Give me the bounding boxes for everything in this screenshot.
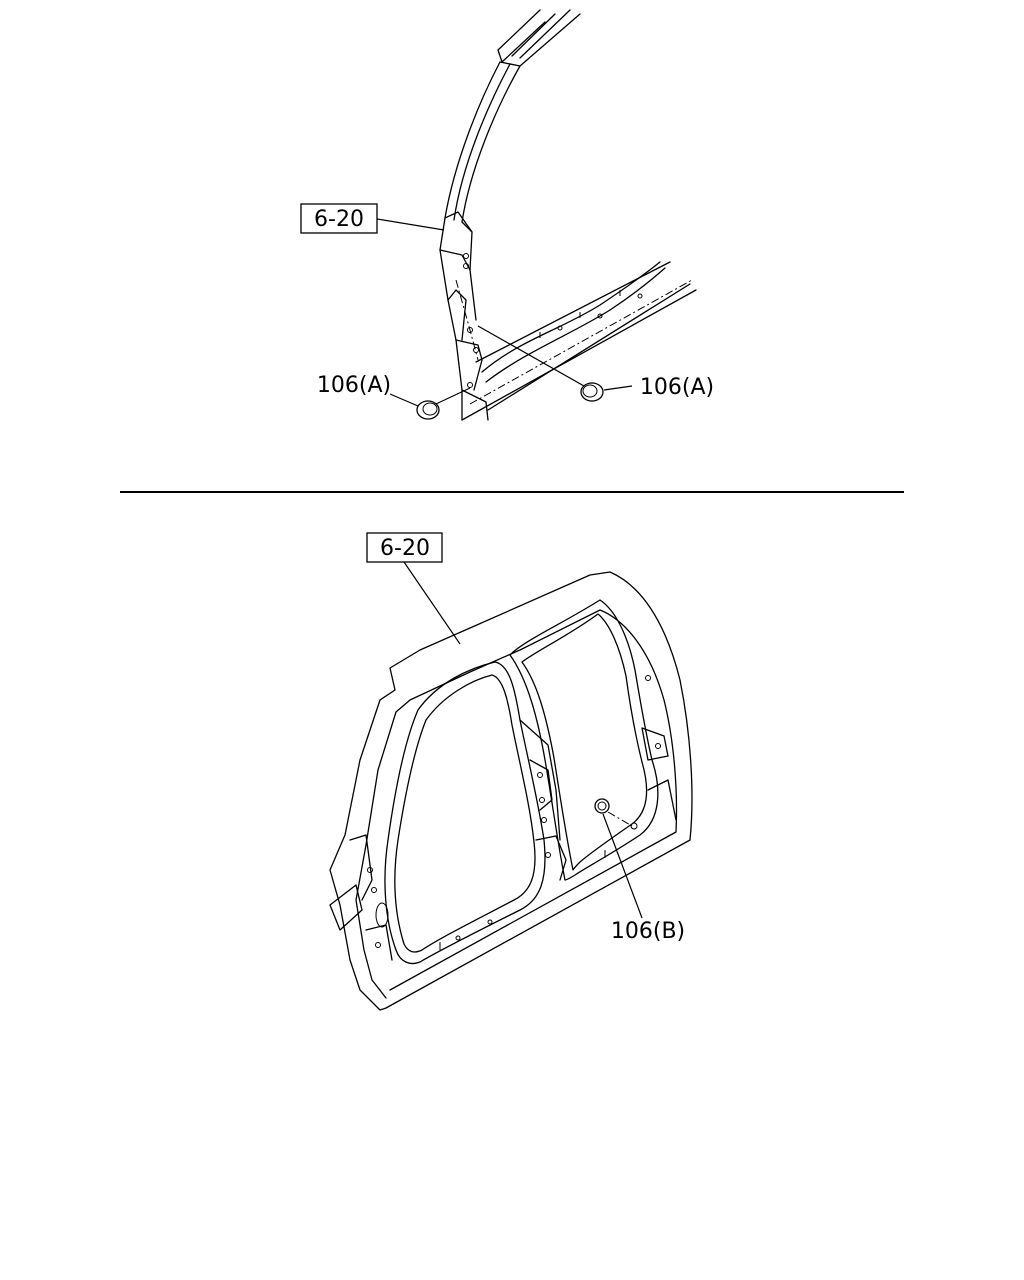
ref-label-bottom: 6-20	[380, 536, 430, 561]
plug-106b	[594, 798, 610, 814]
ref-box-bottom	[366, 532, 443, 563]
part-label-top-left: 106(A)	[317, 373, 391, 398]
bottom-view-side-frame	[329, 561, 693, 1011]
part-label-bottom: 106(B)	[611, 919, 685, 944]
ref-label-top: 6-20	[314, 207, 364, 232]
top-view-a-pillar	[376, 9, 697, 421]
part-label-top-right: 106(A)	[640, 375, 714, 400]
ref-box-top	[300, 203, 378, 234]
plug-106a-left	[416, 400, 440, 420]
plug-106a-right	[580, 382, 604, 402]
